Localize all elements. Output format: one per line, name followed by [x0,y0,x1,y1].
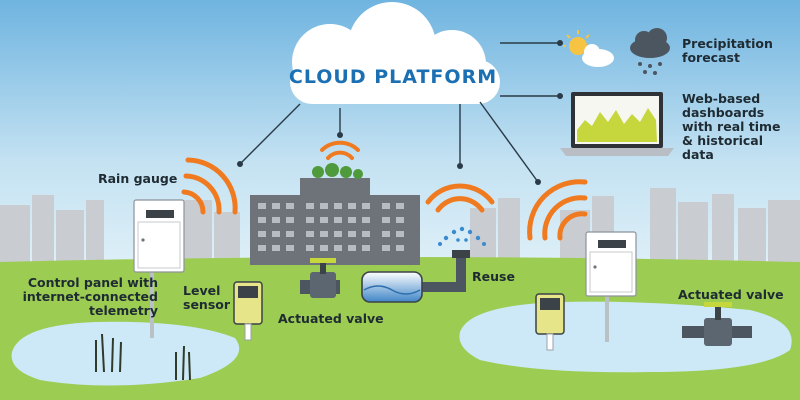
dashboards-label: Web-based dashboards with real time & hi… [682,91,781,162]
wifi-signal-icon [181,157,238,215]
reeds-left [95,333,122,373]
line-end-dot [535,179,541,185]
control-panel-right [585,231,637,342]
actuated-valve-right-label: Actuated valve [678,287,784,302]
level-sensor-right [535,293,565,351]
line-end-dot [337,132,343,138]
wifi-signal-icon [320,140,360,160]
roof-trees [312,163,363,179]
line-end-dot [457,163,463,169]
water-tank-icon [361,271,423,303]
pond-left [11,321,240,386]
reuse-label: Reuse [472,269,515,284]
laptop-dashboard-icon [560,92,674,156]
cloud-platform-title: CLOUD PLATFORM [288,66,498,88]
actuated-valve-left-label: Actuated valve [278,311,384,326]
actuated-valve-left-icon [310,258,336,298]
rain-gauge-label: Rain gauge [98,171,178,186]
rain-cloud-icon [630,28,670,75]
level-sensor-label: Level sensor [183,283,231,312]
sun-cloud-icon [563,30,614,67]
central-building [250,163,420,265]
line-end-dot [557,93,563,99]
line-end-dot [237,161,243,167]
connection-lines [239,42,560,183]
actuated-valve-right-icon [682,302,752,346]
wifi-signal-icon [425,183,495,213]
control-panel-left [133,199,185,338]
precipitation-forecast-label: Precipitation forecast [682,36,773,65]
control-panel-label: Control panel with internet-connected te… [22,275,158,318]
wifi-signal-icon [527,179,588,241]
level-sensor-left [233,281,263,341]
line-end-dot [557,40,563,46]
reeds-left-2 [175,345,191,381]
cloud-shape [290,2,500,104]
sprinkler-icon [438,226,486,258]
